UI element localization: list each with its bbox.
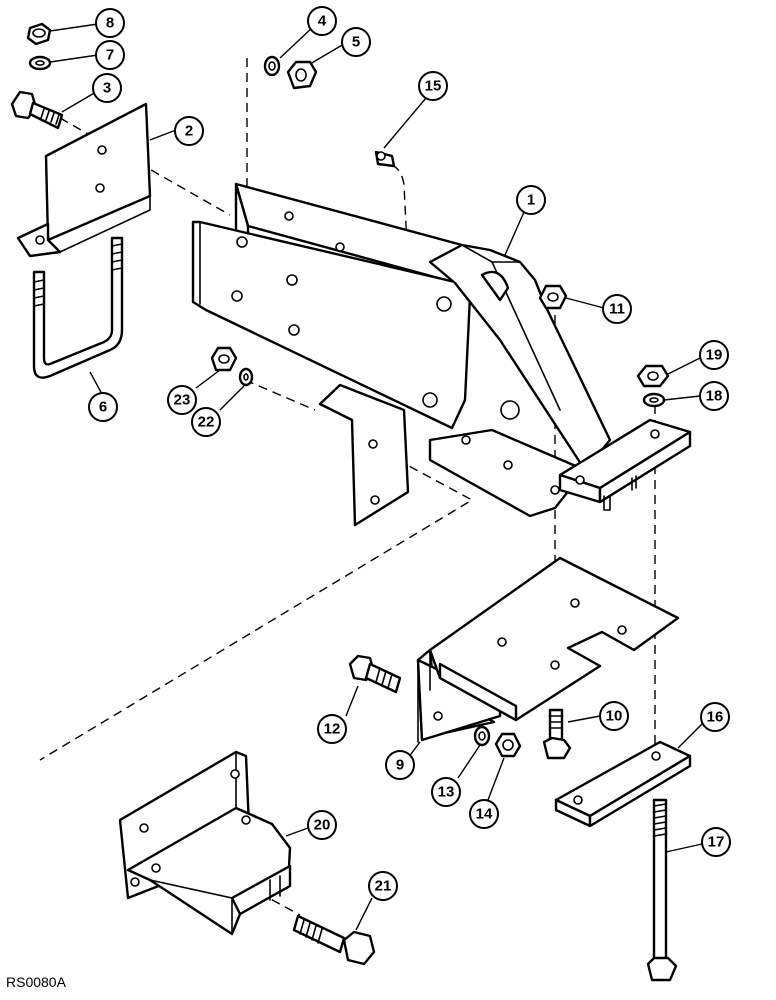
part-3-bolt bbox=[10, 90, 64, 130]
callout-22: 22 bbox=[191, 407, 221, 437]
callout-11-label: 11 bbox=[609, 301, 625, 318]
callout-8: 8 bbox=[95, 8, 125, 38]
callout-1-label: 1 bbox=[527, 192, 535, 209]
callout-21-label: 21 bbox=[375, 878, 392, 895]
callout-6: 6 bbox=[88, 392, 118, 422]
callout-15: 15 bbox=[418, 71, 448, 101]
part-2-plate-bracket bbox=[16, 102, 152, 258]
part-15-grease-fitting bbox=[374, 150, 396, 168]
callout-14-label: 14 bbox=[476, 806, 493, 823]
callout-17: 17 bbox=[701, 827, 731, 857]
part-18-washer bbox=[642, 392, 666, 408]
part-8-nut bbox=[26, 22, 52, 46]
part-4-washer bbox=[263, 55, 281, 77]
callout-4-label: 4 bbox=[318, 13, 327, 30]
callout-20-label: 20 bbox=[314, 817, 331, 834]
callout-2: 2 bbox=[174, 116, 204, 146]
callout-7-label: 7 bbox=[106, 47, 114, 64]
part-7-washer bbox=[28, 55, 52, 71]
callout-19: 19 bbox=[699, 340, 729, 370]
part-14-nut bbox=[494, 732, 522, 758]
callout-17-label: 17 bbox=[708, 834, 725, 851]
part-16-clamp-plate bbox=[554, 740, 692, 828]
drawing-reference-code: RS0080A bbox=[6, 974, 66, 990]
callout-14: 14 bbox=[469, 799, 499, 829]
callout-18-label: 18 bbox=[706, 388, 723, 405]
callout-13-label: 13 bbox=[438, 784, 455, 801]
callout-8-label: 8 bbox=[106, 15, 114, 32]
part-19-nut bbox=[636, 364, 670, 388]
callout-1: 1 bbox=[516, 185, 546, 215]
callout-23-label: 23 bbox=[174, 392, 191, 409]
callout-19-label: 19 bbox=[706, 347, 723, 364]
callout-10: 10 bbox=[599, 701, 629, 731]
callout-16: 16 bbox=[700, 702, 730, 732]
part-9-slotted-bracket bbox=[416, 556, 680, 743]
callout-12: 12 bbox=[317, 714, 347, 744]
part-21-bolt bbox=[292, 914, 376, 966]
callout-13: 13 bbox=[431, 777, 461, 807]
part-11-nut bbox=[538, 284, 568, 310]
part-12-bolt bbox=[348, 654, 402, 694]
callout-20: 20 bbox=[307, 810, 337, 840]
part-5-nut bbox=[286, 60, 318, 90]
part-13-washer bbox=[473, 725, 491, 747]
part-17-long-bolt bbox=[646, 798, 678, 982]
callout-3-label: 3 bbox=[103, 80, 111, 97]
part-23-nut bbox=[210, 346, 238, 372]
callout-9-label: 9 bbox=[396, 757, 404, 774]
callout-3: 3 bbox=[92, 73, 122, 103]
callout-2-label: 2 bbox=[185, 123, 193, 140]
callout-12-label: 12 bbox=[324, 721, 341, 738]
callout-21: 21 bbox=[368, 871, 398, 901]
part-10-bolt bbox=[542, 708, 572, 760]
callout-4: 4 bbox=[307, 6, 337, 36]
leader-lines bbox=[49, 23, 703, 931]
callout-16-label: 16 bbox=[707, 709, 724, 726]
callout-15-label: 15 bbox=[425, 78, 442, 95]
callout-22-label: 22 bbox=[198, 414, 215, 431]
part-1-main-frame bbox=[191, 182, 692, 527]
callout-7: 7 bbox=[95, 40, 125, 70]
part-22-washer bbox=[238, 367, 254, 387]
part-20-angle-bracket bbox=[118, 750, 292, 936]
callouts: 1 2 3 4 5 6 7 8 9 10 11 12 13 14 15 16 1… bbox=[88, 6, 731, 901]
callout-9: 9 bbox=[385, 750, 415, 780]
callout-11: 11 bbox=[602, 294, 632, 324]
callout-23: 23 bbox=[167, 385, 197, 415]
callout-18: 18 bbox=[699, 381, 729, 411]
callout-10-label: 10 bbox=[606, 708, 623, 725]
callout-5-label: 5 bbox=[352, 34, 360, 51]
part-6-u-bolt bbox=[32, 236, 124, 379]
callout-6-label: 6 bbox=[99, 399, 107, 416]
callout-5: 5 bbox=[341, 27, 371, 57]
